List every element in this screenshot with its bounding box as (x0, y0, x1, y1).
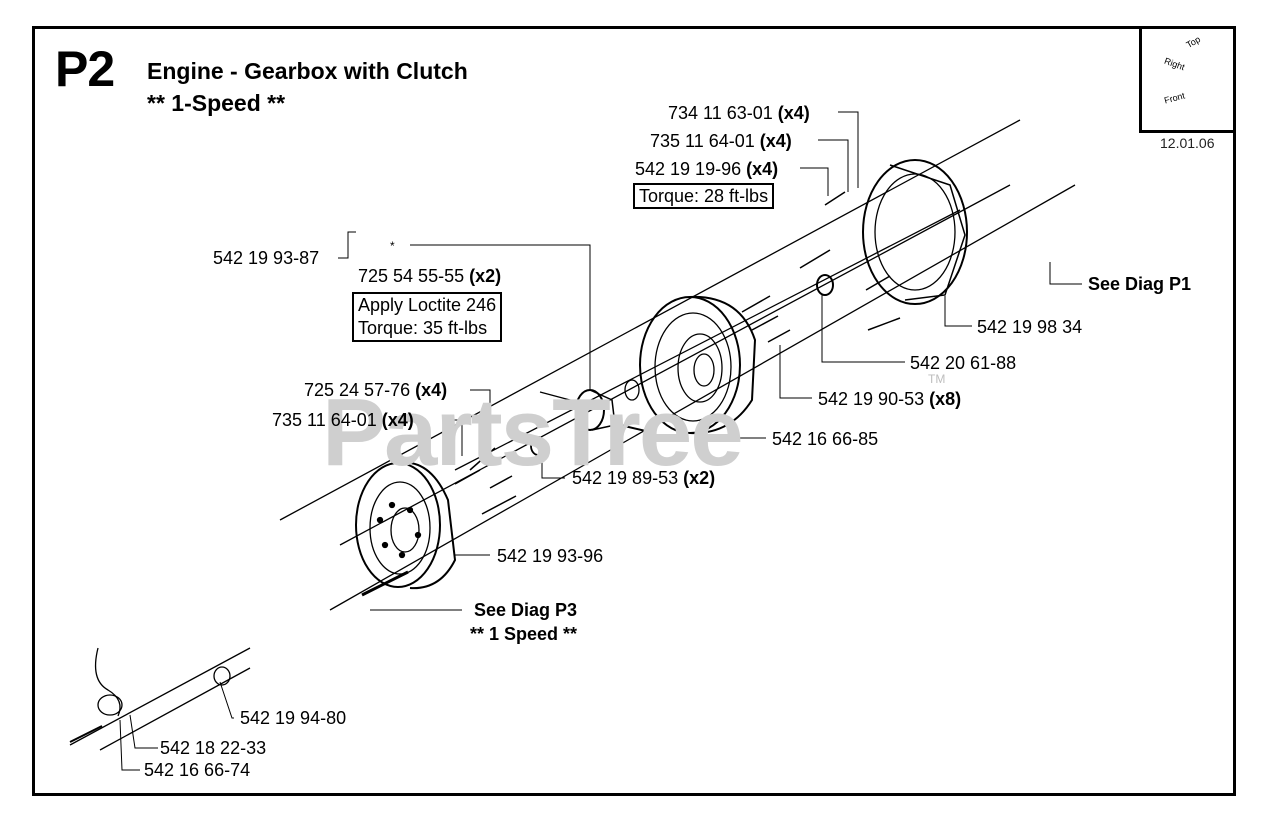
part-label[interactable]: 735 11 64-01 (x4) (650, 131, 792, 151)
circlip (530, 436, 546, 456)
part-label[interactable]: 542 19 93-87 (213, 248, 320, 268)
gearbox-plate (862, 159, 968, 305)
part-label[interactable]: 542 19 89-53 (x2) (572, 468, 716, 488)
watermark-trademark: TM (928, 372, 946, 386)
part-label[interactable]: 725 24 57-76 (x4) (304, 380, 448, 400)
see-diag-p1-link[interactable]: See Diag P1 (1088, 274, 1192, 294)
diagram-title: Engine - Gearbox with Clutch (147, 58, 468, 84)
part-label[interactable]: 542 19 93-96 (497, 546, 604, 566)
see-diag-p3-subtitle: ** 1 Speed ** (470, 624, 578, 644)
part-label[interactable]: 542 16 66-74 (144, 760, 251, 780)
part-label[interactable]: 542 18 22-33 (160, 738, 267, 758)
part-label[interactable]: 542 19 94-80 (240, 708, 347, 728)
asterisk-mark: * (390, 239, 395, 253)
hub-flange (539, 379, 651, 433)
watermark: PartsTree (322, 379, 744, 486)
see-diag-p3-link[interactable]: See Diag P3 (474, 600, 578, 620)
loctite-note-line1: Apply Loctite 246 (358, 295, 497, 315)
diagram-subtitle: ** 1-Speed ** (147, 90, 286, 116)
seal-ring (816, 274, 834, 296)
diagram-date: 12.01.06 (1160, 135, 1215, 151)
sensor-assembly (69, 647, 251, 751)
clutch-drum-front (355, 461, 457, 597)
housing-line-lower (329, 184, 1076, 611)
clutch-assembly (639, 295, 757, 435)
part-label[interactable]: 542 16 66-85 (772, 429, 879, 449)
bolts (454, 191, 901, 515)
orientation-right-label: Right (1162, 55, 1187, 73)
housing-line-upper (279, 119, 1021, 521)
part-label[interactable]: 735 11 64-01 (x4) (272, 410, 414, 430)
diagram-frame: Top Right Front (32, 26, 1236, 796)
part-label[interactable]: 725 54 55-55 (x2) (358, 266, 502, 286)
orientation-box: Top Right Front (1139, 29, 1233, 133)
loctite-note-line2: Torque: 35 ft-lbs (358, 318, 488, 338)
leader-lines (119, 111, 1082, 771)
orientation-top-label: Top (1184, 34, 1203, 50)
part-label[interactable]: 542 19 98 34 (977, 317, 1083, 337)
part-label[interactable]: 734 11 63-01 (x4) (668, 103, 810, 123)
part-label[interactable]: 542 19 90-53 (x8) (818, 389, 962, 409)
part-label[interactable]: 542 20 61-88 (910, 353, 1017, 373)
diagram-code: P2 (55, 41, 115, 97)
part-label[interactable]: 542 19 19-96 (x4) (635, 159, 779, 179)
loctite-note: Apply Loctite 246 Torque: 35 ft-lbs (352, 292, 503, 342)
torque-note-28: Torque: 28 ft-lbs (633, 183, 775, 209)
orientation-front-label: Front (1163, 90, 1186, 106)
